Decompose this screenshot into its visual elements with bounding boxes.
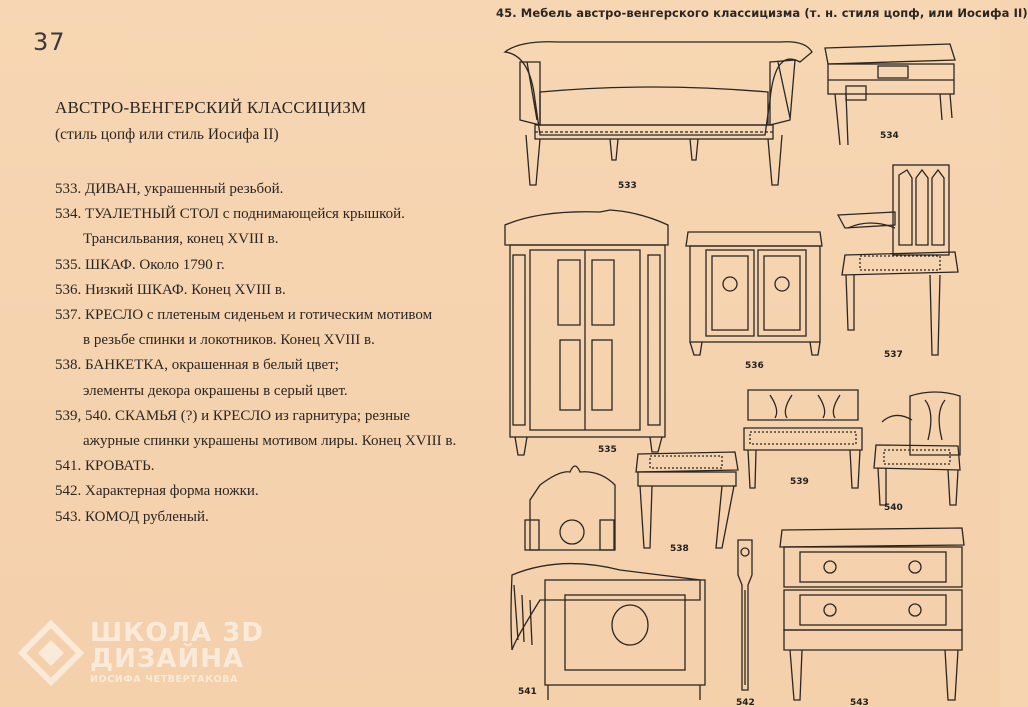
dressing-table-534-drawing — [824, 43, 956, 146]
figure-label-537: 537 — [884, 350, 903, 360]
armchair-537-drawing — [836, 164, 959, 356]
list-item: 534. ТУАЛЕТНЫЙ СТОЛ с поднимающейся крыш… — [55, 206, 405, 248]
list-item: 536. Низкий ШКАФ. Конец XVIII в. — [55, 281, 286, 298]
list-item: 538. БАНКЕТКА, окрашенная в белый цвет;э… — [55, 357, 348, 399]
bench-539-drawing — [743, 389, 863, 489]
list-item: 542. Характерная форма ножки. — [55, 483, 259, 500]
watermark-line-1: ШКОЛА 3D — [90, 618, 264, 648]
list-item: 543. КОМОД рубленый. — [55, 508, 209, 525]
page-number: 37 — [33, 28, 66, 56]
school-watermark: ШКОЛА 3D ДИЗАЙНА ИОСИФА ЧЕТВЕРТАКОВА — [17, 618, 263, 698]
figure-label-538: 538 — [670, 544, 689, 554]
figure-label-539: 539 — [790, 477, 809, 487]
list-item: 541. КРОВАТЬ. — [55, 458, 155, 475]
watermark-line-2: ДИЗАЙНА — [90, 644, 245, 674]
leg-542-drawing — [737, 539, 753, 691]
list-item: 539, 540. СКАМЬЯ (?) и КРЕСЛО из гарниту… — [55, 407, 457, 450]
figure-label-540: 540 — [884, 503, 903, 513]
section-heading: АВСТРО-ВЕНГЕРСКИЙ КЛАССИЦИЗМ — [55, 98, 367, 117]
figure-label-533: 533 — [618, 181, 637, 191]
bed-541-drawing — [510, 465, 706, 700]
section-subheading: (стиль цопф или стиль Иосифа II) — [55, 126, 279, 143]
plate-title: 45. Мебель австро-венгерского классицизм… — [496, 6, 1028, 20]
armchair-540-drawing — [873, 391, 961, 506]
wardrobe-535-drawing — [504, 209, 669, 456]
watermark-line-3: ИОСИФА ЧЕТВЕРТАКОВА — [90, 674, 239, 685]
banquette-538-drawing — [635, 451, 739, 549]
figure-label-541: 541 — [518, 687, 537, 697]
low-cabinet-536-drawing — [685, 231, 823, 356]
item-list: 533. ДИВАН, украшенный резьбой. 534. ТУА… — [55, 177, 495, 530]
figure-label-543: 543 — [850, 698, 869, 707]
school-logo-icon — [17, 619, 85, 687]
figure-label-542: 542 — [736, 698, 755, 707]
figure-label-535: 535 — [598, 445, 617, 455]
figure-label-536: 536 — [745, 361, 764, 371]
commode-543-drawing — [779, 527, 965, 701]
list-item: 537. КРЕСЛО с плетеным сиденьем и готиче… — [55, 307, 433, 349]
furniture-plate-illustrations: 533 534 535 536 537 538 539 540 541 542 … — [503, 41, 965, 707]
list-item: 535. ШКАФ. Около 1790 г. — [55, 256, 225, 273]
figure-label-534: 534 — [880, 131, 899, 141]
list-item: 533. ДИВАН, украшенный резьбой. — [55, 181, 284, 197]
sofa-533-drawing — [503, 41, 813, 186]
